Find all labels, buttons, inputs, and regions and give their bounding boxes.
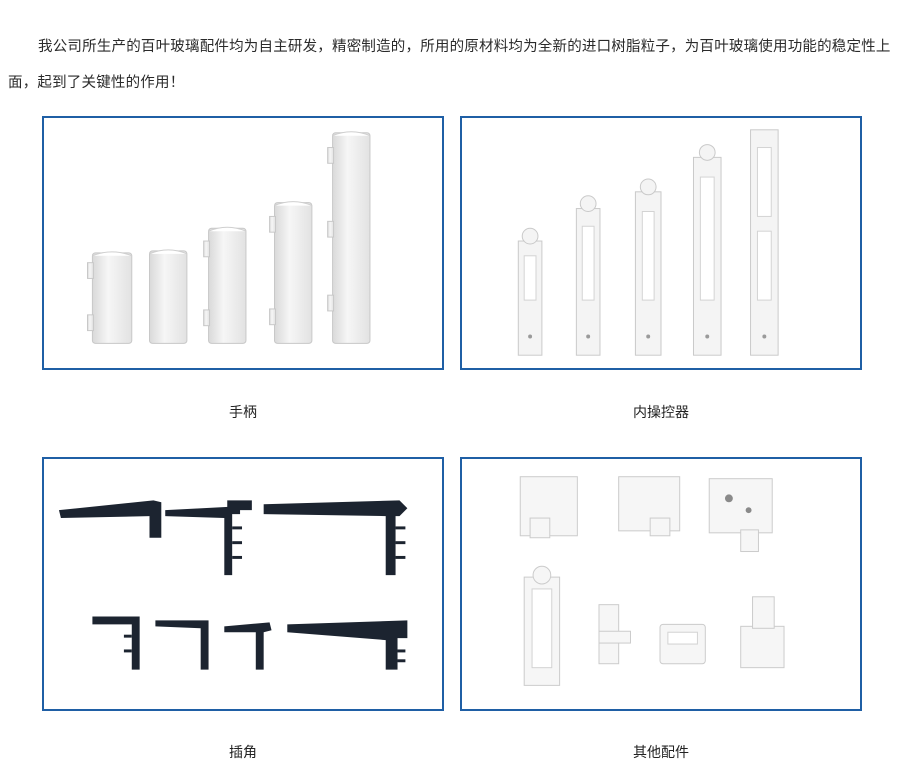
corner-inserts-image	[58, 500, 408, 670]
inner-controllers-image	[517, 129, 779, 356]
handles-image	[86, 131, 371, 344]
caption-corner-inserts: 插角	[229, 745, 257, 761]
caption-inner-controllers: 内操控器	[633, 405, 689, 421]
caption-other-accessories: 其他配件	[633, 745, 689, 761]
product-photo-other-accessories	[460, 457, 862, 711]
caption-handles: 手柄	[229, 405, 257, 421]
product-photo-inner-controllers	[460, 116, 862, 370]
intro-paragraph: 我公司所生产的百叶玻璃配件均为自主研发，精密制造的，所用的原材料均为全新的进口树…	[8, 38, 891, 91]
product-photo-corner-inserts	[42, 457, 444, 711]
other-accessories-image	[519, 476, 785, 686]
product-photo-handles	[42, 116, 444, 370]
